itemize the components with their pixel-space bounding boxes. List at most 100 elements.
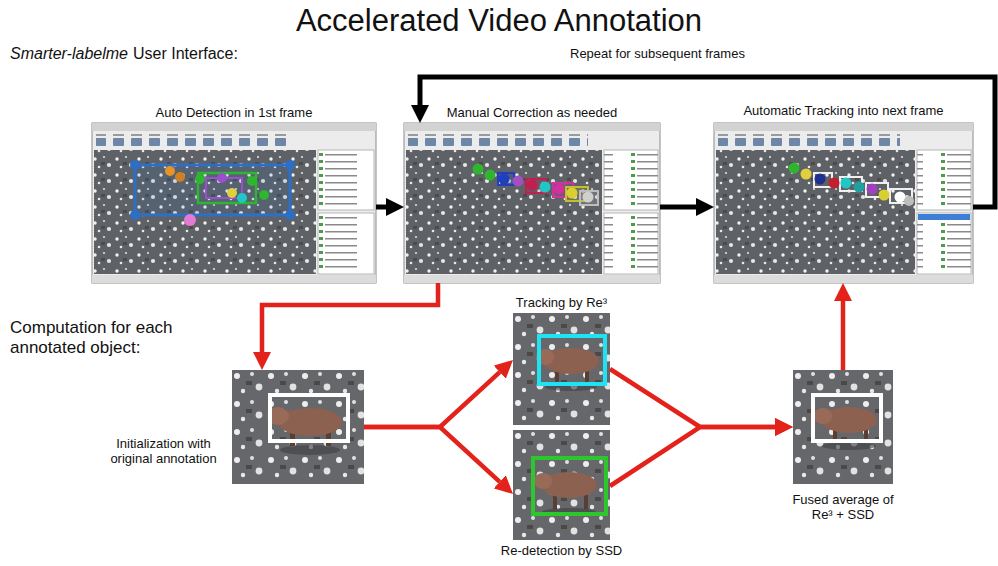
flow-arrow xyxy=(262,283,438,352)
vertex-dot xyxy=(867,184,878,195)
animal-shadow xyxy=(822,442,876,450)
title-bar xyxy=(404,123,660,131)
toolbar xyxy=(718,133,900,147)
file-list xyxy=(604,215,658,272)
vertex-dot xyxy=(473,164,484,175)
vertex-dot xyxy=(499,174,510,185)
animal-head xyxy=(814,408,832,424)
flow-arrow xyxy=(364,427,500,482)
vertex-dot xyxy=(184,214,196,226)
crop-ground xyxy=(793,370,893,484)
flow-arrow xyxy=(420,77,995,207)
vertex-dot xyxy=(285,210,295,220)
node-caption: Tracking by Re³ xyxy=(516,295,607,310)
fused-box xyxy=(813,395,881,441)
file-panel xyxy=(604,213,658,274)
crop-ground xyxy=(232,370,364,484)
section-label: Computation for each annotated object: xyxy=(10,318,188,358)
section-label: User Interface: xyxy=(133,45,238,64)
detection-box xyxy=(198,173,256,203)
label-panel xyxy=(917,150,971,210)
flow-arrow xyxy=(841,301,846,370)
detection-box xyxy=(135,165,290,215)
vertex-dot xyxy=(801,169,812,180)
object-polygon xyxy=(498,173,514,185)
node-caption: Automatic Tracking into next frame xyxy=(743,103,943,118)
toolbar xyxy=(408,133,588,147)
status-bar xyxy=(714,275,973,283)
app-screenshot: Manual Correction as needed xyxy=(404,123,660,283)
vertex-dot xyxy=(540,182,551,193)
app-screenshot xyxy=(404,123,660,283)
file-list xyxy=(917,221,971,272)
video-frame xyxy=(716,150,915,274)
app-screenshot: Automatic Tracking into next frame xyxy=(714,123,973,283)
object-polygon xyxy=(580,191,598,205)
crop-ground xyxy=(513,430,610,540)
annotation-box xyxy=(270,395,348,441)
vertex-dot xyxy=(841,178,852,189)
vertex-dot xyxy=(227,188,237,198)
vertex-dot xyxy=(259,190,269,200)
app-screenshot xyxy=(714,123,973,283)
app-screenshot: Auto Detection in 1st frame xyxy=(92,123,376,283)
flow-arrow xyxy=(610,427,775,486)
diagram-title: Accelerated Video Annotation xyxy=(0,3,998,40)
vertex-dot xyxy=(567,188,578,199)
app-window xyxy=(404,123,660,283)
vertex-dot xyxy=(195,174,205,184)
vertex-dot xyxy=(904,196,914,206)
file-panel xyxy=(318,213,374,274)
vertex-dot xyxy=(879,190,890,201)
file-panel xyxy=(917,213,971,274)
flow-arrow xyxy=(364,372,500,427)
object-crop: Initialization with original annotation xyxy=(232,370,364,484)
node-caption: Manual Correction as needed xyxy=(447,105,618,120)
vertex-dot xyxy=(130,160,140,170)
node-caption: Fused average of Re³ + SSD xyxy=(786,492,901,523)
vertex-dot xyxy=(285,160,295,170)
label-list xyxy=(604,152,658,208)
label-list xyxy=(318,152,374,208)
video-frame xyxy=(406,150,602,274)
title-bar xyxy=(714,123,973,131)
object-crop xyxy=(513,430,610,540)
vertex-dot xyxy=(789,163,800,174)
vertex-dot xyxy=(217,173,227,183)
vertex-dot xyxy=(247,176,257,186)
vertex-dot xyxy=(175,172,185,182)
vertex-dot xyxy=(485,170,496,181)
section-label: Smarter-labelme xyxy=(10,45,128,64)
node-caption: Initialization with original annotation xyxy=(101,436,226,467)
object-crop xyxy=(793,370,893,484)
video-frame xyxy=(94,150,316,274)
flow-arrow xyxy=(376,205,386,210)
detection-box xyxy=(533,458,606,514)
vertex-dot xyxy=(527,180,538,191)
object-crop xyxy=(232,370,364,484)
vertex-dot xyxy=(237,193,247,203)
vertex-dot xyxy=(854,182,865,193)
label-list xyxy=(917,152,971,208)
file-list xyxy=(318,215,374,272)
object-crop xyxy=(513,313,610,425)
node-caption: Auto Detection in 1st frame xyxy=(156,105,313,120)
edge-label: Repeat for subsequent frames xyxy=(568,46,747,61)
animal-shadow xyxy=(280,445,340,455)
selected-file xyxy=(918,214,970,220)
flow-arrow xyxy=(610,369,775,427)
app-window xyxy=(92,123,376,283)
title-bar xyxy=(92,123,376,131)
status-bar xyxy=(404,275,660,283)
tracking-box xyxy=(539,336,605,384)
flow-arrow xyxy=(660,205,696,210)
object-crop: Tracking by Re³ xyxy=(513,313,610,425)
object-crop: Re-detection by SSD xyxy=(513,430,610,540)
app-screenshot xyxy=(92,123,376,283)
animal-head xyxy=(534,473,552,489)
node-caption: Re-detection by SSD xyxy=(501,543,622,558)
object-crop: Fused average of Re³ + SSD xyxy=(793,370,893,484)
vertex-dot xyxy=(895,192,906,203)
